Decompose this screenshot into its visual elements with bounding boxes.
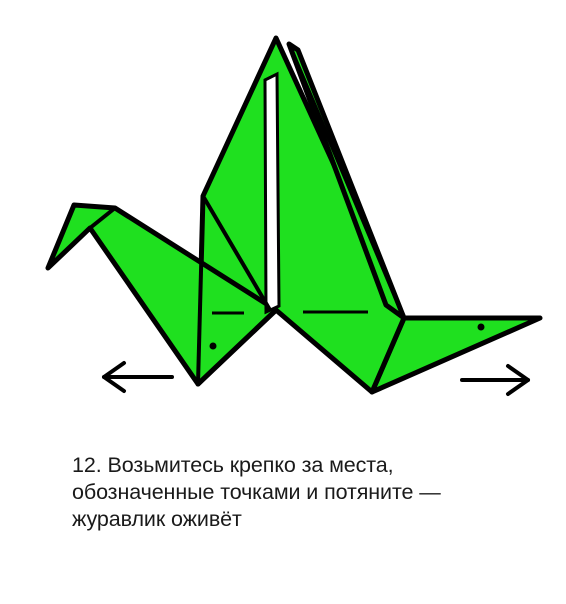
dashed-guides <box>212 310 368 315</box>
caption-line-1: 12. Возьмитесь крепко за места, <box>72 453 394 477</box>
wing-crease <box>263 71 281 315</box>
origami-crane-diagram <box>45 35 543 396</box>
grab-dot-right <box>477 323 485 331</box>
grab-dot-left <box>209 342 217 350</box>
fold-lines <box>196 43 406 394</box>
caption-line-3: журавлик оживёт <box>72 507 242 531</box>
arrow-right-icon <box>460 364 530 396</box>
arrow-left-icon <box>102 361 174 393</box>
caption-line-2: обозначенные точками и потяните — <box>72 480 441 504</box>
instruction-caption: 12. Возьмитесь крепко за места, обозначе… <box>72 452 552 533</box>
